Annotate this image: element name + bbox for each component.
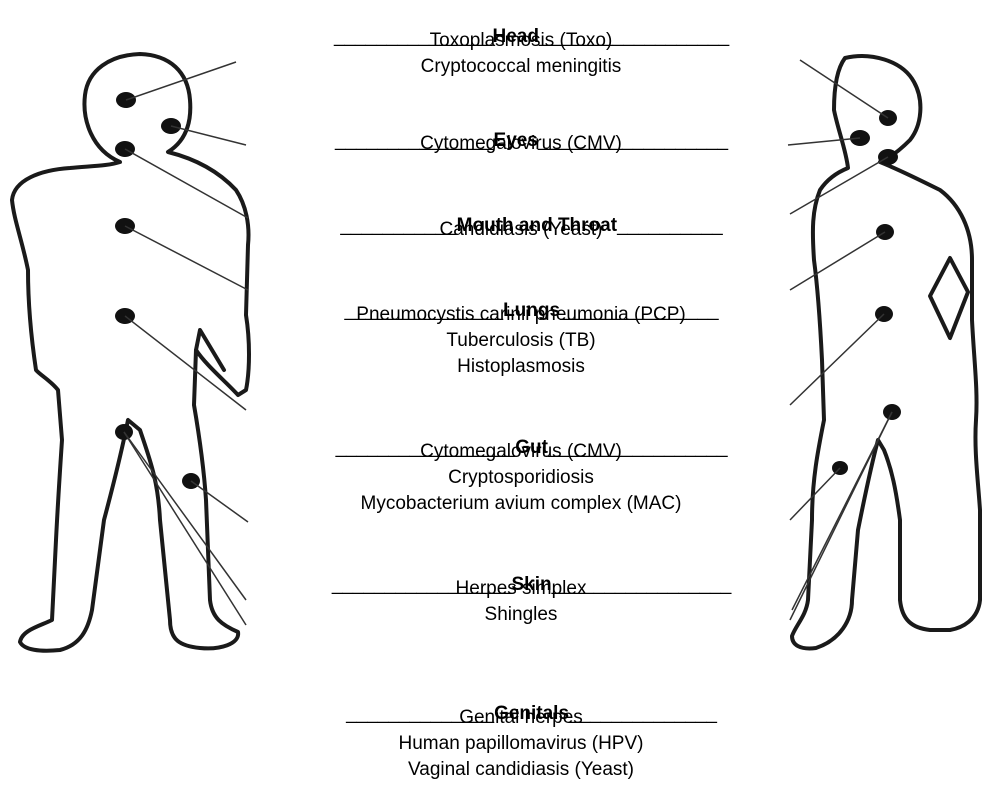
condition-item: Human papillomavirus (HPV) bbox=[271, 733, 771, 755]
condition-item: Herpes simplex bbox=[271, 578, 771, 600]
condition-item: Candidiasis (Yeast) bbox=[271, 219, 771, 241]
condition-item: Cytomegalovirus (CMV) bbox=[271, 133, 771, 155]
condition-item: Cytomegalovirus (CMV) bbox=[271, 441, 771, 463]
condition-item: Pneumocystis carinii pneumonia (PCP) bbox=[271, 304, 771, 326]
condition-item: Cryptococcal meningitis bbox=[271, 56, 771, 78]
condition-item: Histoplasmosis bbox=[271, 356, 771, 378]
condition-item: Toxoplasmosis (Toxo) bbox=[271, 30, 771, 52]
condition-item: Cryptosporidiosis bbox=[271, 467, 771, 489]
condition-item: Genital herpes bbox=[271, 707, 771, 729]
condition-item: Shingles bbox=[271, 604, 771, 626]
condition-item: Tuberculosis (TB) bbox=[271, 330, 771, 352]
condition-item: Vaginal candidiasis (Yeast) bbox=[271, 759, 771, 781]
condition-item: Mycobacterium avium complex (MAC) bbox=[271, 493, 771, 515]
